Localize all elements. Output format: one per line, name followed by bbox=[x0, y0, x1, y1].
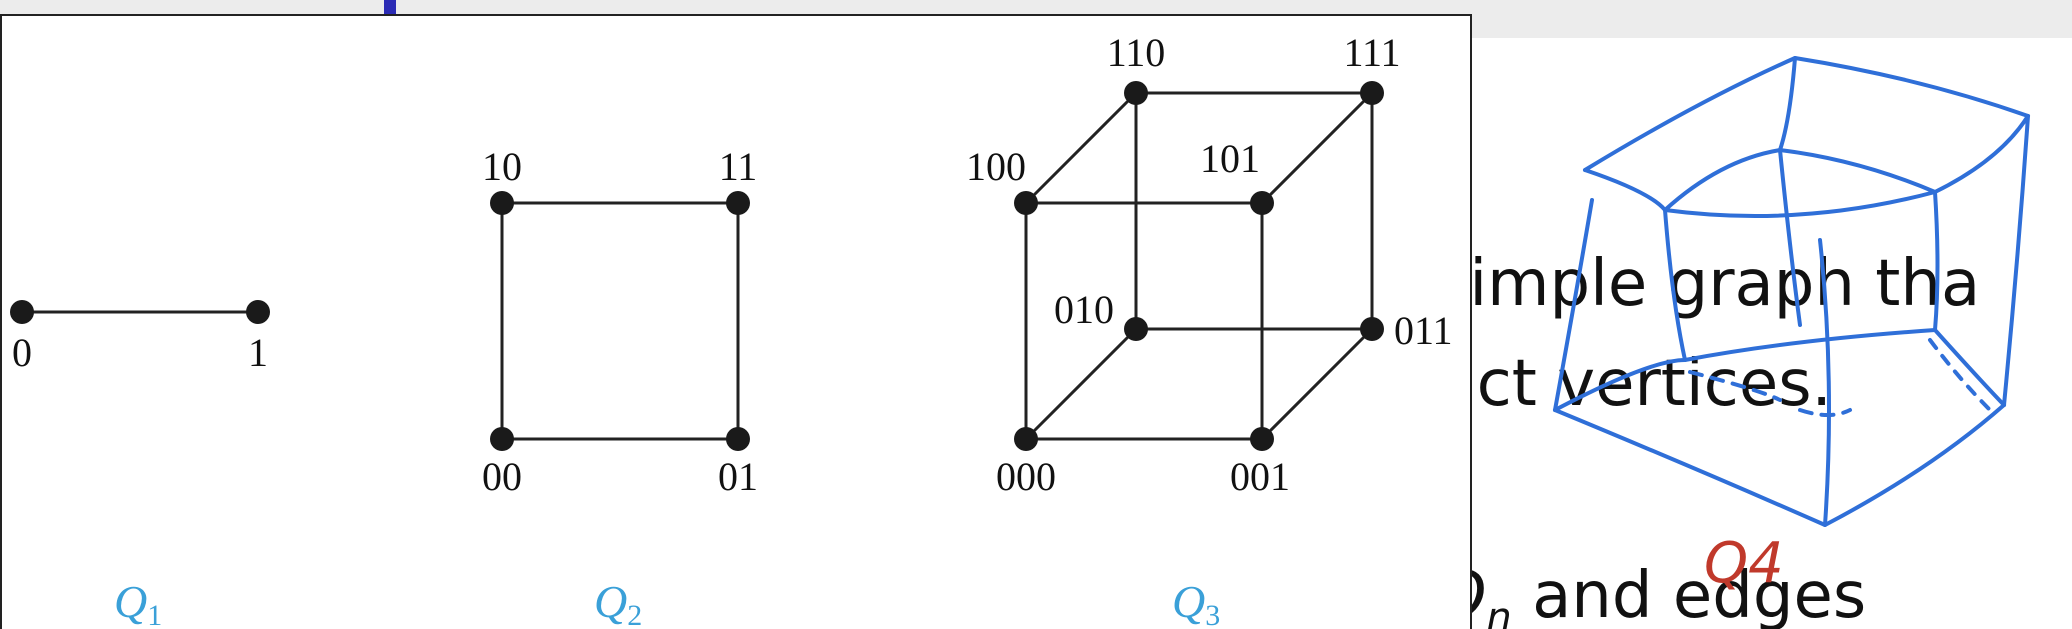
q3-edge-100-110 bbox=[1024, 91, 1138, 205]
q1-label-subscript: 1 bbox=[147, 599, 162, 629]
q2-vertex-label-11: 11 bbox=[719, 144, 758, 189]
q3-vertex-label-100: 100 bbox=[966, 144, 1026, 189]
q3-vertex-110 bbox=[1124, 81, 1148, 105]
q2-label-symbol: Q bbox=[594, 576, 627, 627]
q3-edge-101-111 bbox=[1260, 91, 1374, 205]
q2-vertex-label-00: 00 bbox=[482, 454, 522, 499]
q3-label-symbol: Q bbox=[1172, 576, 1205, 627]
q4-sketch-inner-back-top bbox=[1663, 148, 1937, 212]
q1-vertex-label-0: 0 bbox=[12, 330, 32, 375]
q3-vertex-label-011: 011 bbox=[1394, 308, 1453, 353]
q3-vertex-011 bbox=[1360, 317, 1384, 341]
slide-text-line-2: nct vertices. bbox=[1436, 347, 1832, 421]
q4-sketch-outer-right-vertical bbox=[2002, 114, 2030, 407]
q3-vertex-111 bbox=[1360, 81, 1384, 105]
q3-vertex-100 bbox=[1014, 191, 1038, 215]
q1-vertex-0 bbox=[10, 300, 34, 324]
q3-label-subscript: 3 bbox=[1205, 599, 1220, 629]
q3-vertex-label-010: 010 bbox=[1054, 287, 1114, 332]
q2-vertex-01 bbox=[726, 427, 750, 451]
q2-vertex-00 bbox=[490, 427, 514, 451]
q3-vertex-label-001: 001 bbox=[1230, 454, 1290, 499]
slide-text-line-3: Qn and edges bbox=[1436, 564, 1866, 629]
q4-sketch-outer-bottom bbox=[1553, 403, 2006, 527]
q1-vertex-1 bbox=[246, 300, 270, 324]
q3-edge-000-010 bbox=[1024, 327, 1138, 441]
q3-vertex-label-110: 110 bbox=[1107, 30, 1166, 75]
slide-text-line-1: simple graph tha bbox=[1436, 247, 1981, 321]
q3-vertex-001 bbox=[1250, 427, 1274, 451]
q2-vertex-label-10: 10 bbox=[482, 144, 522, 189]
q3-edge-001-011 bbox=[1260, 327, 1374, 441]
q2-vertex-label-01: 01 bbox=[718, 454, 758, 499]
slide-cursor-marker bbox=[384, 0, 396, 14]
q3-vertex-101 bbox=[1250, 191, 1274, 215]
q4-sketch-inner-front-top bbox=[1663, 190, 1937, 218]
q1-label-symbol: Q bbox=[114, 576, 147, 627]
edges-layer bbox=[22, 91, 1374, 441]
q4-sketch-hidden-right bbox=[1928, 338, 1992, 412]
q4-sketch-outer-left-edge bbox=[1583, 168, 1667, 212]
vertices-layer bbox=[10, 81, 1384, 451]
q4-sketch-outer-back-edge bbox=[1778, 56, 1797, 152]
q2-vertex-11 bbox=[726, 191, 750, 215]
slide-text-line-3-words: and edges bbox=[1532, 559, 1867, 629]
q1-label: Q1 bbox=[114, 576, 162, 629]
q3-vertex-label-000: 000 bbox=[996, 454, 1056, 499]
q2-label: Q2 bbox=[594, 576, 642, 629]
q3-vertex-010 bbox=[1124, 317, 1148, 341]
q3-vertex-000 bbox=[1014, 427, 1038, 451]
q2-label-subscript: 2 bbox=[627, 599, 642, 629]
q3-vertex-label-111: 111 bbox=[1343, 30, 1400, 75]
slide-qn-subscript: n bbox=[1486, 594, 1512, 629]
q1-vertex-label-1: 1 bbox=[248, 330, 268, 375]
q4-sketch-outer-right-edge bbox=[1933, 114, 2030, 194]
q3-vertex-label-101: 101 bbox=[1200, 136, 1260, 181]
q4-sketch-outer-top bbox=[1583, 56, 2030, 172]
q2-vertex-10 bbox=[490, 191, 514, 215]
q3-label: Q3 bbox=[1172, 576, 1220, 629]
